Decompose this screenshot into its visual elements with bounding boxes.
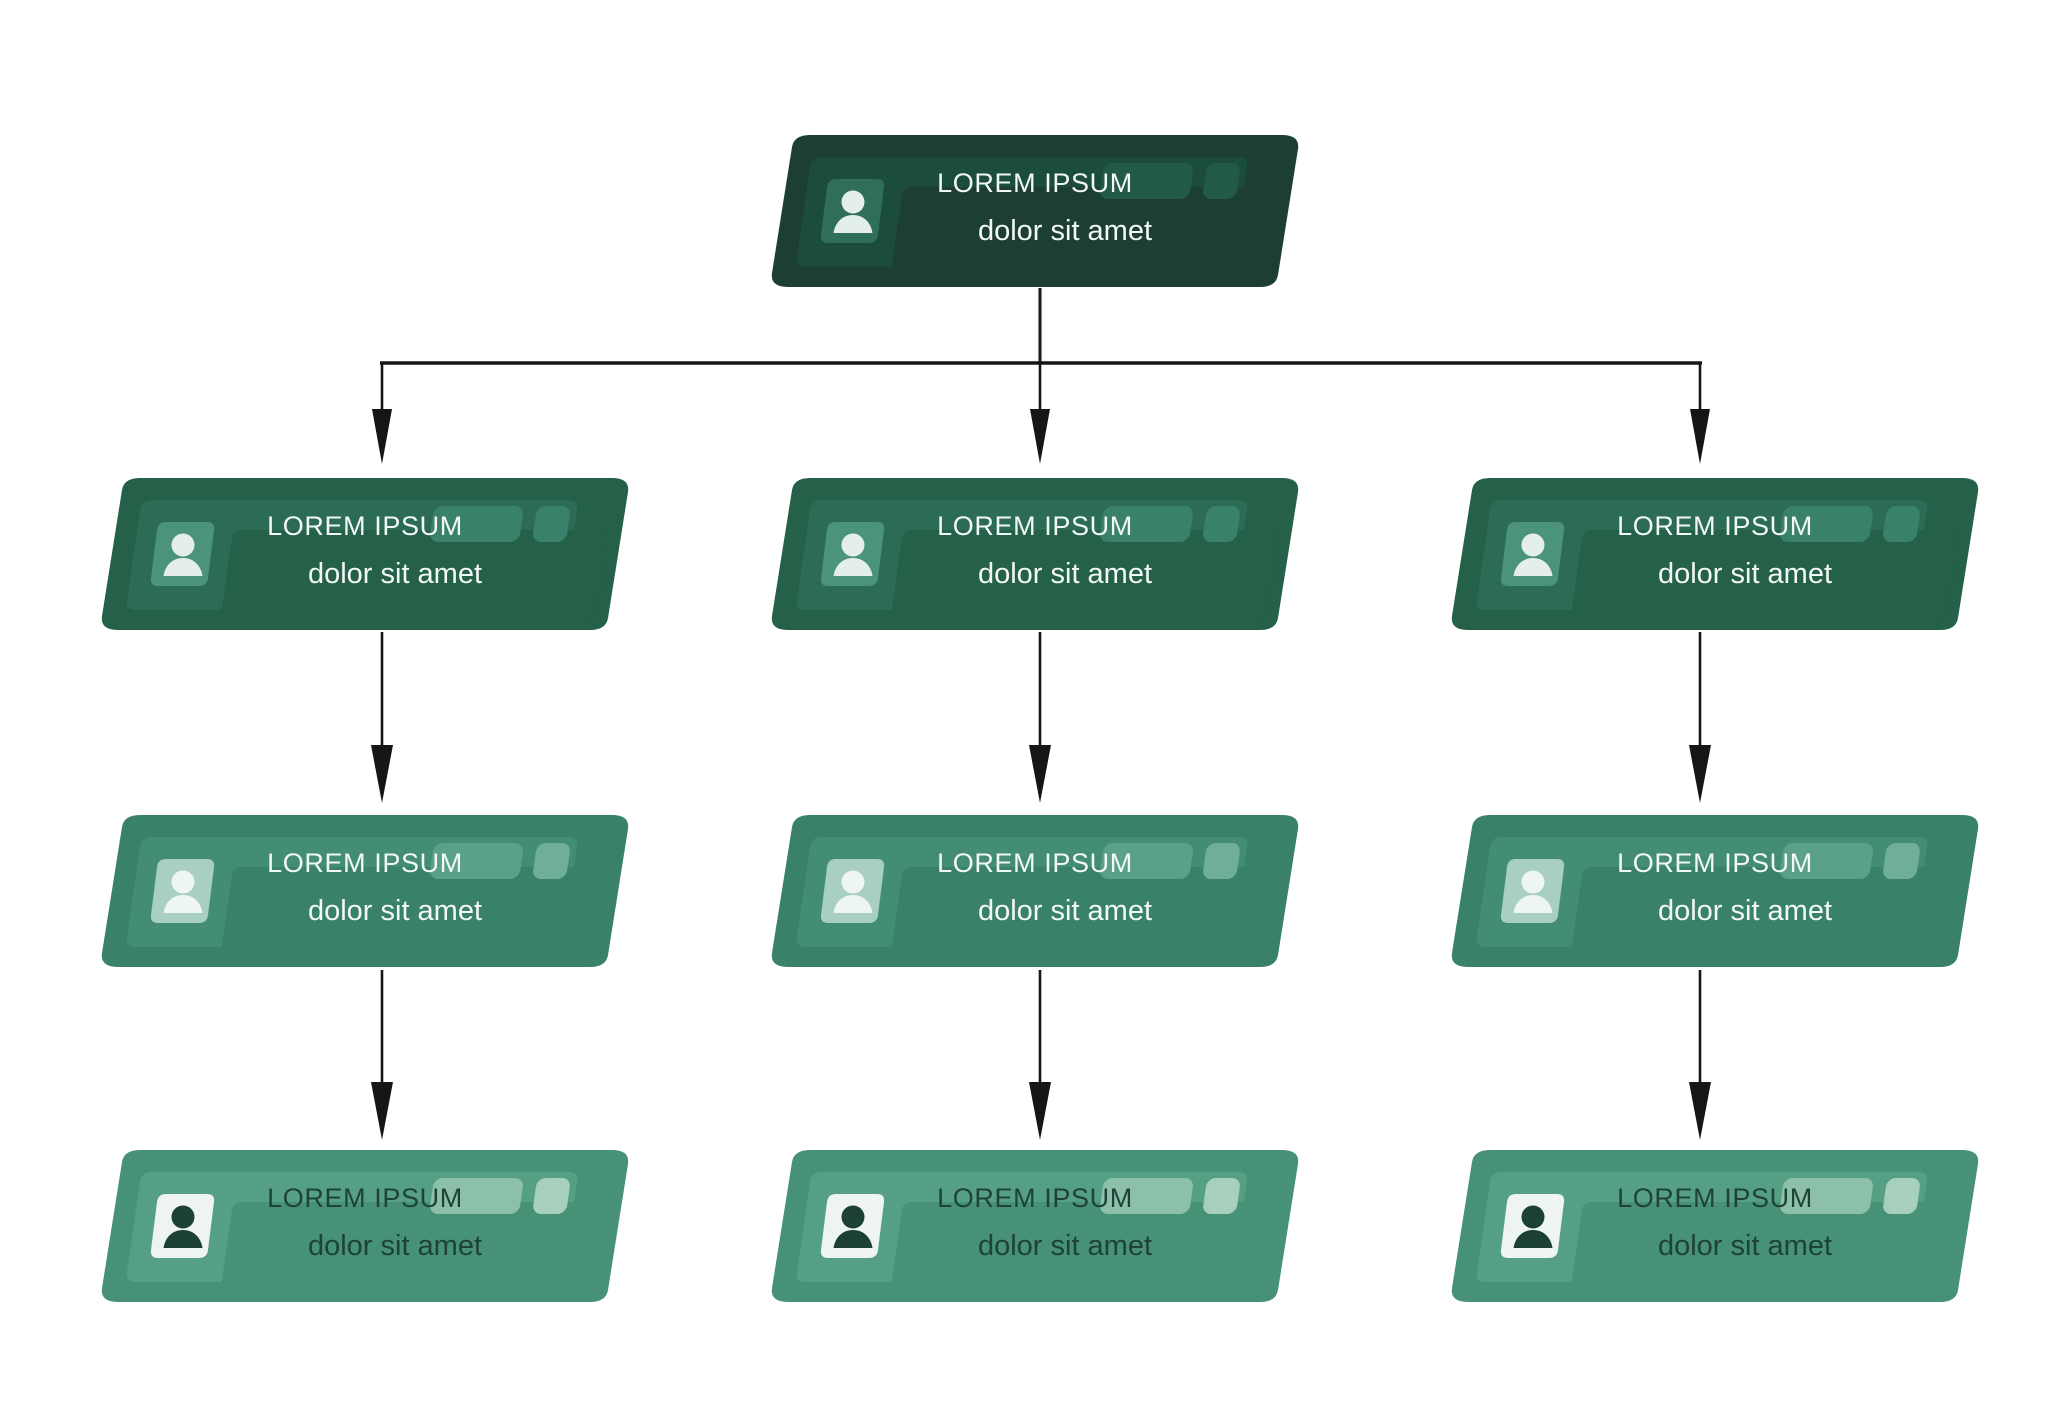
node-subtitle-panel	[891, 1202, 1279, 1290]
node-pill-small	[1883, 1178, 1920, 1214]
org-node-r2c2[interactable]: LOREM IPSUM dolor sit amet	[770, 478, 1300, 630]
node-pill-small	[533, 506, 570, 542]
user-avatar-icon	[147, 1188, 219, 1264]
arrowhead-r4c3	[1689, 1082, 1711, 1140]
node-title: LOREM IPSUM	[267, 848, 463, 878]
node-pill-wide	[1780, 843, 1873, 879]
node-pill-wide	[430, 1178, 523, 1214]
node-pill-small	[1203, 506, 1240, 542]
node-title: LOREM IPSUM	[937, 848, 1133, 878]
node-pill-wide	[1100, 843, 1193, 879]
user-avatar-icon	[817, 516, 889, 592]
node-subtitle-panel	[1571, 867, 1959, 955]
node-shape-r4c1	[101, 1150, 629, 1302]
arrowhead-r2c2	[1030, 409, 1050, 464]
user-avatar-icon	[1497, 853, 1569, 929]
node-shape-r4c2	[771, 1150, 1299, 1302]
org-node-r2c1[interactable]: LOREM IPSUM dolor sit amet	[100, 478, 630, 630]
node-title: LOREM IPSUM	[1617, 511, 1813, 541]
node-title: LOREM IPSUM	[267, 511, 463, 541]
node-pill-small	[1203, 163, 1240, 199]
user-avatar-icon	[817, 1188, 889, 1264]
node-pill-small	[1883, 843, 1920, 879]
node-subtitle: dolor sit amet	[977, 895, 1153, 927]
arrowhead-r4c2	[1029, 1082, 1051, 1140]
user-avatar-icon	[1497, 1188, 1569, 1264]
node-title: LOREM IPSUM	[937, 168, 1133, 198]
node-pill-wide	[1100, 1178, 1193, 1214]
node-pill-small	[1203, 1178, 1240, 1214]
node-subtitle-panel	[221, 867, 609, 955]
node-subtitle-panel	[891, 867, 1279, 955]
arrowhead-r2c3	[1690, 409, 1710, 464]
node-shape-r2c3	[1451, 478, 1979, 630]
node-subtitle: dolor sit amet	[1657, 1230, 1833, 1262]
node-subtitle-panel	[1571, 1202, 1959, 1290]
node-pill-wide	[1100, 506, 1193, 542]
node-shape-r3c2	[771, 815, 1299, 967]
arrowhead-r3c2	[1029, 745, 1051, 803]
org-node-r3c2[interactable]: LOREM IPSUM dolor sit amet	[770, 815, 1300, 967]
node-pill-wide	[1780, 506, 1873, 542]
arrowhead-r3c1	[371, 745, 393, 803]
user-avatar-icon	[1497, 516, 1569, 592]
arrowhead-r2c1	[372, 409, 392, 464]
node-shape-r3c1	[101, 815, 629, 967]
node-shape-r2c2	[771, 478, 1299, 630]
node-subtitle: dolor sit amet	[307, 1230, 483, 1262]
node-pill-small	[1203, 843, 1240, 879]
node-title: LOREM IPSUM	[1617, 1183, 1813, 1213]
org-node-root[interactable]: LOREM IPSUM dolor sit amet	[770, 135, 1300, 287]
org-node-r3c3[interactable]: LOREM IPSUM dolor sit amet	[1450, 815, 1980, 967]
node-subtitle: dolor sit amet	[1657, 895, 1833, 927]
node-subtitle: dolor sit amet	[1657, 558, 1833, 590]
node-subtitle-panel	[221, 530, 609, 618]
node-pill-wide	[430, 506, 523, 542]
node-subtitle: dolor sit amet	[977, 215, 1153, 247]
node-pill-wide	[1100, 163, 1193, 199]
node-subtitle-panel	[891, 187, 1279, 275]
user-avatar-icon	[817, 853, 889, 929]
arrowhead-r4c1	[371, 1082, 393, 1140]
node-subtitle: dolor sit amet	[307, 558, 483, 590]
node-shape-r2c1	[101, 478, 629, 630]
node-pill-wide	[430, 843, 523, 879]
arrowhead-r3c3	[1689, 745, 1711, 803]
node-shape-r4c3	[1451, 1150, 1979, 1302]
node-pill-small	[533, 843, 570, 879]
org-node-r2c3[interactable]: LOREM IPSUM dolor sit amet	[1450, 478, 1980, 630]
node-subtitle: dolor sit amet	[307, 895, 483, 927]
node-subtitle-panel	[891, 530, 1279, 618]
node-pill-small	[1883, 506, 1920, 542]
user-avatar-icon	[817, 173, 889, 249]
node-title: LOREM IPSUM	[937, 1183, 1133, 1213]
user-avatar-icon	[147, 516, 219, 592]
org-node-r3c1[interactable]: LOREM IPSUM dolor sit amet	[100, 815, 630, 967]
node-title: LOREM IPSUM	[1617, 848, 1813, 878]
node-pill-wide	[1780, 1178, 1873, 1214]
node-title: LOREM IPSUM	[267, 1183, 463, 1213]
node-title: LOREM IPSUM	[937, 511, 1133, 541]
org-node-r4c2[interactable]: LOREM IPSUM dolor sit amet	[770, 1150, 1300, 1302]
node-subtitle-panel	[221, 1202, 609, 1290]
node-subtitle-panel	[1571, 530, 1959, 618]
node-shape-r3c3	[1451, 815, 1979, 967]
user-avatar-icon	[147, 853, 219, 929]
org-node-r4c1[interactable]: LOREM IPSUM dolor sit amet	[100, 1150, 630, 1302]
node-pill-small	[533, 1178, 570, 1214]
node-subtitle: dolor sit amet	[977, 558, 1153, 590]
node-subtitle: dolor sit amet	[977, 1230, 1153, 1262]
org-node-r4c3[interactable]: LOREM IPSUM dolor sit amet	[1450, 1150, 1980, 1302]
node-shape-root	[771, 135, 1299, 287]
